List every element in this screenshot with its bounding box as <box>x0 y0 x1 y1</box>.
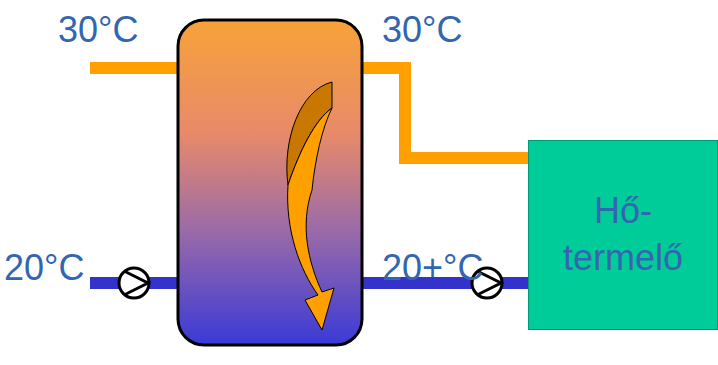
temperature-label: 30°C <box>58 12 138 48</box>
temperature-label: 20°C <box>4 250 84 286</box>
heat-generator-box: Hő- termelő <box>528 140 718 330</box>
flow-arrow <box>288 108 334 330</box>
temperature-label: 20+°C <box>382 250 483 286</box>
temperature-label: 30°C <box>382 12 462 48</box>
storage-tank <box>178 20 362 345</box>
pump-symbol <box>119 268 149 298</box>
hot-pipe <box>355 68 532 158</box>
hot-pipe <box>90 62 185 74</box>
node-text: Hő- termelő <box>548 188 698 282</box>
